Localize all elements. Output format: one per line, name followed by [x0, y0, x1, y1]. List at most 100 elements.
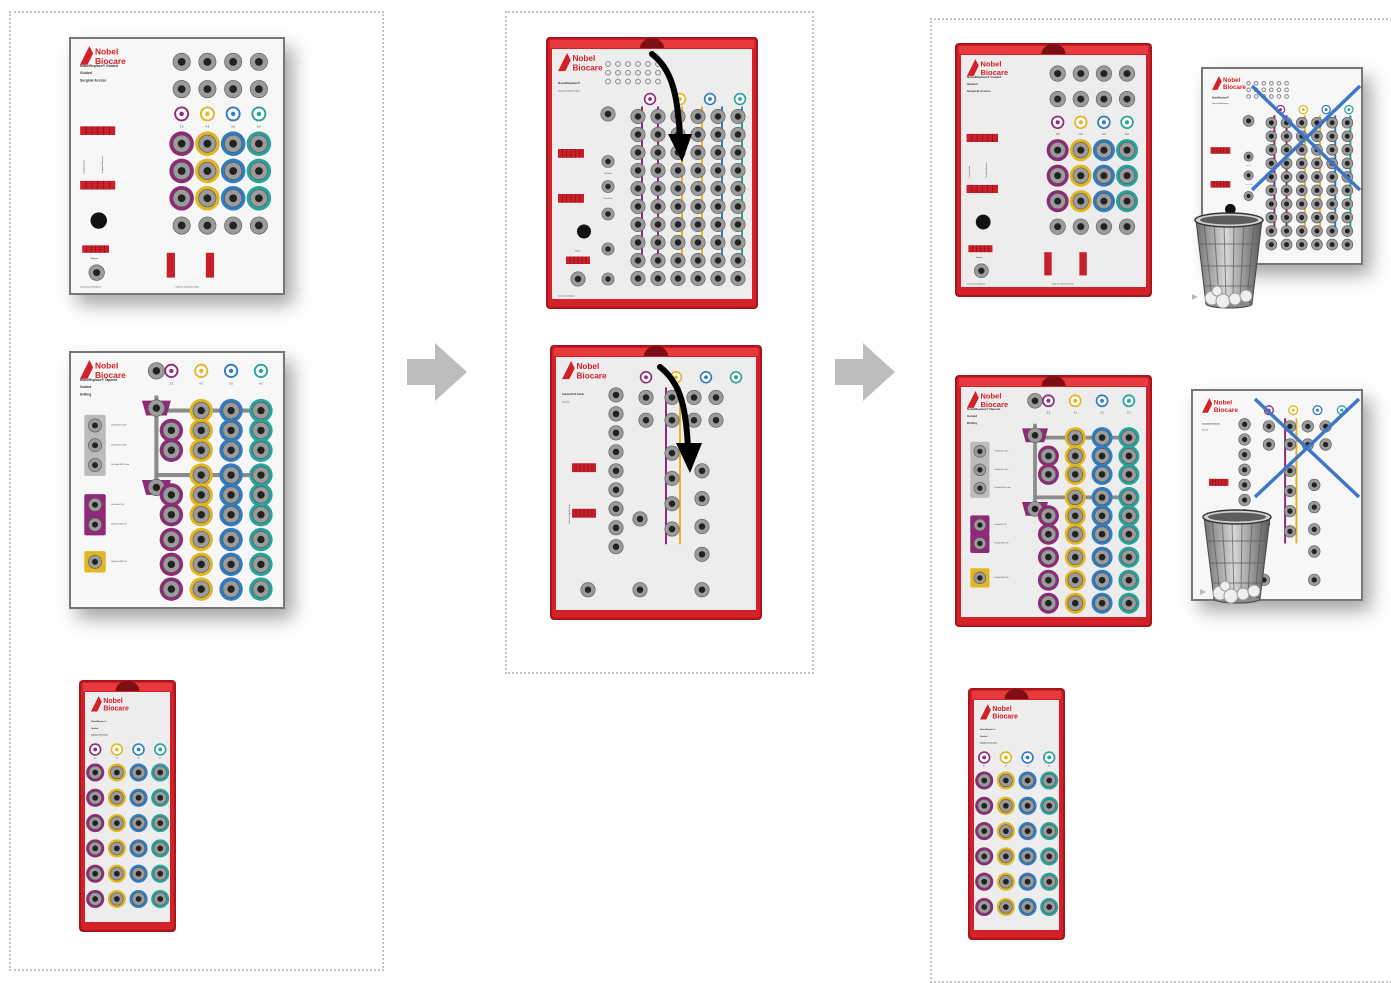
socket-core	[1123, 197, 1131, 205]
small-ring	[615, 78, 621, 85]
diameter-dot	[93, 747, 98, 752]
socket-core	[734, 203, 742, 210]
card-text: Tissue Punch	[1245, 184, 1252, 186]
brand-name: Nobel	[577, 362, 600, 371]
socket-core	[114, 870, 120, 877]
socket-core	[642, 417, 650, 424]
socket-core	[1071, 452, 1079, 460]
socket-core	[1299, 201, 1305, 207]
brand-name: Biocare	[992, 714, 1018, 721]
card-text: Implant Insertion	[980, 742, 998, 745]
socket-core	[1268, 201, 1274, 207]
diameter-dot	[1073, 398, 1078, 403]
socket-core	[654, 131, 662, 138]
socket-core	[229, 57, 238, 66]
card-text: Drill Guide 3.2/4/3° 3/0°	[111, 524, 127, 526]
socket-core	[227, 491, 235, 499]
small-ring	[605, 61, 611, 67]
socket-core	[1268, 187, 1274, 193]
socket-core	[981, 878, 988, 885]
socket-core	[152, 404, 161, 412]
socket-core	[694, 167, 702, 174]
card-text: Drill Guide 3/0° ø 2mm	[111, 424, 127, 426]
card-text: Guided	[967, 82, 978, 86]
card-text: Drill Guide 3.2/4/3° 3/0°	[994, 541, 1009, 544]
socket-core	[1123, 95, 1131, 103]
socket-core	[694, 221, 702, 228]
socket-core	[668, 394, 676, 401]
card-text: NobelReplace® Tapered	[967, 407, 1000, 411]
card-text: Adapter	[575, 250, 581, 253]
small-ring	[655, 69, 661, 76]
diameter-label: 3.5	[170, 382, 174, 386]
socket-core	[1123, 172, 1131, 180]
socket-core	[229, 139, 238, 148]
socket-core	[636, 586, 644, 593]
diameter-dot	[708, 97, 712, 101]
socket-core	[694, 149, 702, 156]
socket-core	[1284, 215, 1290, 220]
socket-core	[1311, 526, 1317, 532]
small-ring	[605, 78, 611, 85]
brand-name: Biocare	[980, 400, 1008, 409]
diameter-dot	[228, 368, 234, 374]
socket-core	[1123, 223, 1131, 231]
brand-name: Nobel	[1214, 400, 1233, 407]
socket-core	[668, 500, 676, 507]
card-text: Connection to Handpiece	[80, 286, 101, 289]
socket-core	[1100, 223, 1108, 231]
brand-logo-icon	[80, 46, 94, 65]
card-text: Guides for Guided Drill Guide	[568, 504, 571, 524]
panel-new-kit	[9, 11, 384, 971]
brand-name: Biocare	[980, 68, 1008, 77]
socket-core	[694, 239, 702, 246]
socket-core	[1299, 147, 1305, 153]
diameter-dot	[1126, 398, 1131, 403]
curved-down-arrow-icon	[657, 364, 702, 473]
small-ring	[1276, 94, 1282, 99]
guide-slot	[205, 252, 215, 278]
card-text: Drill Guide 3/0° ø 2mm	[994, 468, 1009, 471]
socket-core	[1098, 553, 1106, 561]
socket-core	[1268, 133, 1274, 139]
diameter-label: 3.5	[1056, 133, 1060, 136]
socket-core	[694, 275, 702, 282]
socket-core	[1314, 133, 1320, 139]
socket-core	[1344, 187, 1350, 193]
socket-core	[1311, 482, 1317, 488]
socket-core	[1100, 95, 1108, 103]
socket-core	[1125, 599, 1133, 607]
small-ring	[625, 78, 631, 85]
diameter-dot	[1047, 755, 1052, 760]
socket-core	[227, 535, 235, 544]
diameter-dot	[982, 755, 987, 760]
card-text: Implant Insertion	[91, 734, 109, 737]
socket-core	[254, 221, 263, 230]
card-text: Tapered Guided Surgery	[1212, 102, 1229, 105]
socket-core	[1329, 147, 1335, 153]
socket-core	[203, 85, 212, 94]
small-ring	[605, 69, 611, 76]
tray-notch	[115, 681, 140, 691]
socket-core	[734, 113, 742, 120]
socket-core	[1311, 577, 1317, 583]
socket-core	[734, 221, 742, 228]
socket-core	[1098, 599, 1106, 607]
socket-core	[605, 276, 611, 282]
diameter-label: 4.3	[1005, 766, 1007, 768]
socket-core	[1071, 553, 1079, 561]
socket-core	[698, 495, 706, 502]
diameter-label: 4.3	[205, 125, 209, 129]
socket-core	[1268, 120, 1274, 126]
diameter-label: 4.3	[1074, 412, 1078, 414]
socket-core	[257, 511, 265, 519]
diameter-label: 3.5	[180, 125, 184, 129]
card-text: Guided	[91, 728, 99, 730]
diameter-dot	[734, 375, 738, 380]
diameter-dot	[230, 111, 236, 117]
socket-core	[1046, 904, 1053, 910]
small-ring	[1284, 94, 1289, 99]
socket-core	[197, 426, 205, 435]
